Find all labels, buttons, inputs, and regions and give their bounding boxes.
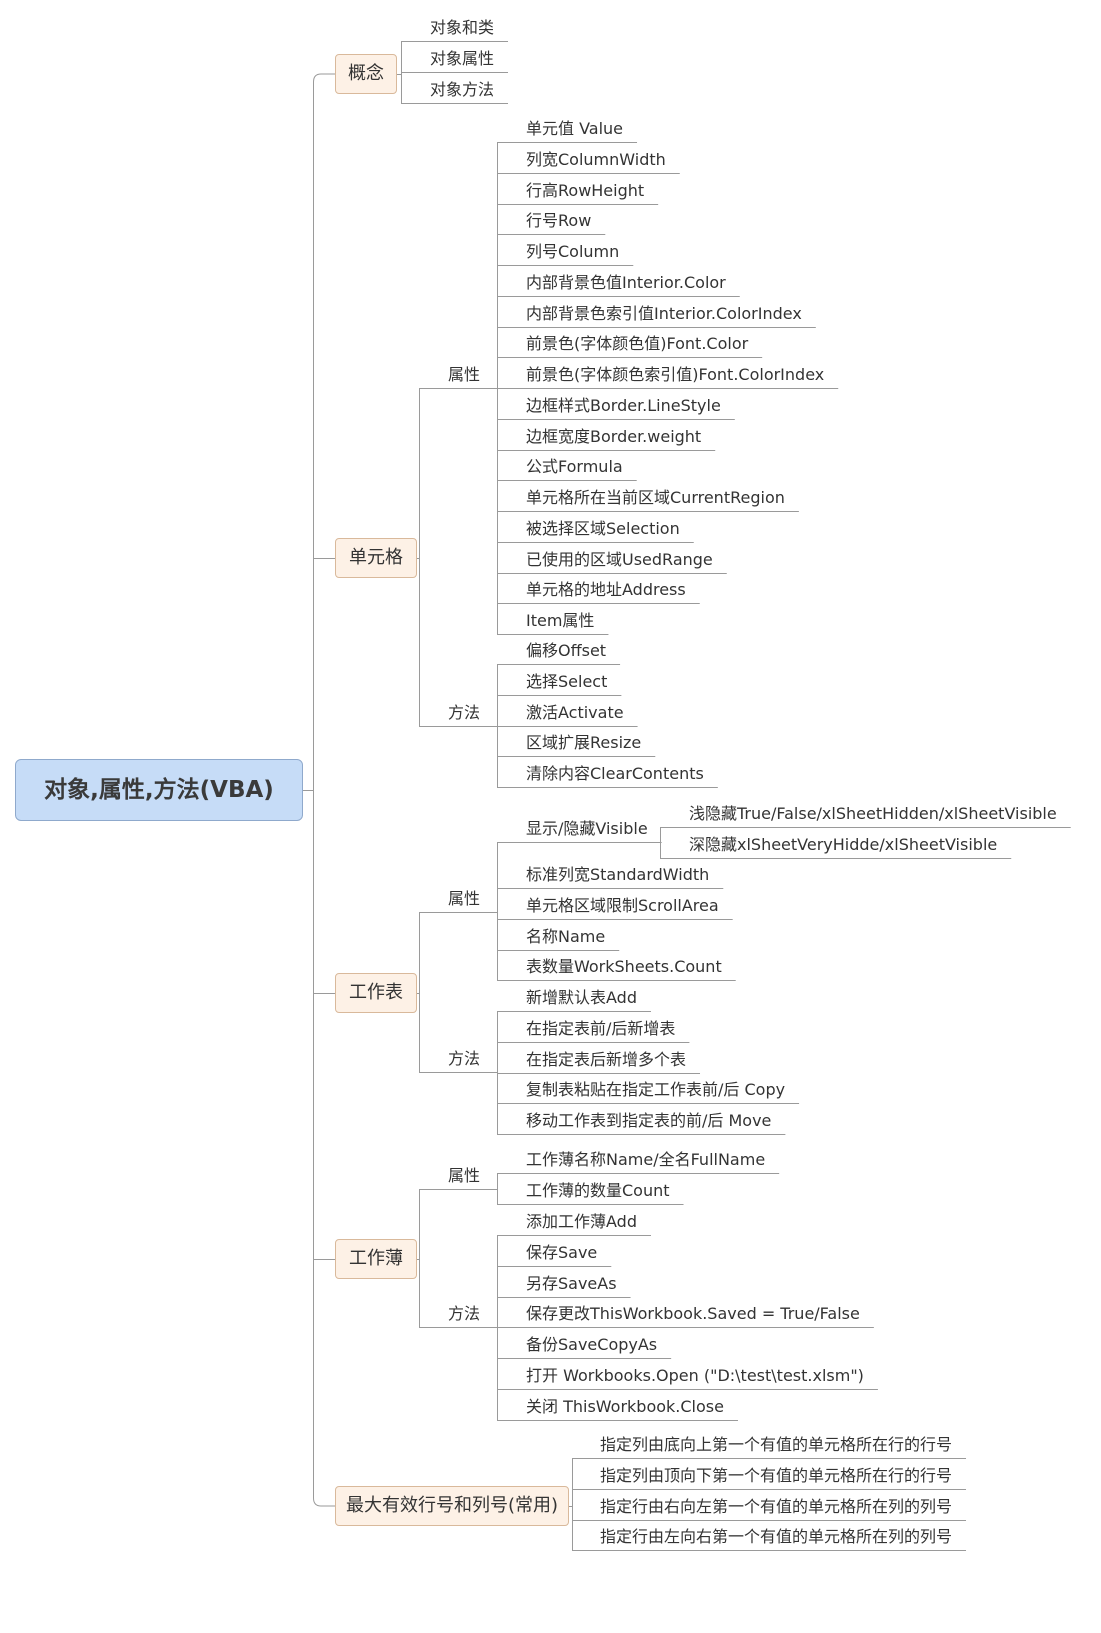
branch-cell[interactable]: 单元格: [335, 538, 417, 578]
book-prop-2[interactable]: 工作薄的数量Count: [526, 1180, 670, 1200]
leaf-concept-3[interactable]: 对象方法: [430, 80, 495, 99]
cell-method-5[interactable]: 清除内容ClearContents: [526, 764, 704, 783]
maxrow-item-2[interactable]: 指定列由顶向下第一个有值的单元格所在行的行号: [600, 1465, 953, 1485]
cell-method-2[interactable]: 选择Select: [526, 671, 608, 691]
branch-concept[interactable]: 概念: [335, 54, 397, 94]
book-method-6[interactable]: 打开 Workbooks.Open ("D:\test\test.xlsm"): [526, 1365, 864, 1385]
leaf-concept-2[interactable]: 对象属性: [430, 49, 495, 68]
sheet-prop-2[interactable]: 单元格区域限制ScrollArea: [526, 895, 719, 915]
book-method-1[interactable]: 添加工作薄Add: [526, 1212, 637, 1231]
book-method-5[interactable]: 备份SaveCopyAs: [526, 1335, 658, 1354]
leaf-concept-1[interactable]: 对象和类: [430, 18, 495, 37]
cell-prop-5[interactable]: 列号Column: [526, 242, 620, 261]
sheet-method-4[interactable]: 复制表粘贴在指定工作表前/后 Copy: [526, 1080, 786, 1100]
cell-method-3[interactable]: 激活Activate: [526, 702, 624, 722]
sheet-method-3[interactable]: 在指定表后新增多个表: [526, 1049, 687, 1069]
book-method-4[interactable]: 保存更改ThisWorkbook.Saved = True/False: [526, 1304, 860, 1324]
trunk-down: [313, 790, 335, 1507]
cell-prop-11[interactable]: 边框宽度Border.weight: [526, 426, 702, 446]
sheet-prop-4[interactable]: 表数量WorkSheets.Count: [526, 957, 722, 977]
book-methods-label[interactable]: 方法: [448, 1304, 481, 1323]
cell-prop-7[interactable]: 内部背景色索引值Interior.ColorIndex: [526, 303, 802, 323]
sheet-prop-1[interactable]: 标准列宽StandardWidth: [526, 865, 710, 884]
book-method-7[interactable]: 关闭 ThisWorkbook.Close: [526, 1396, 724, 1416]
cell-prop-9[interactable]: 前景色(字体颜色索引值)Font.ColorIndex: [526, 365, 825, 384]
cell-method-1[interactable]: 偏移Offset: [526, 641, 607, 660]
cell-prop-1[interactable]: 单元值 Value: [526, 119, 624, 138]
trunk-up: [313, 73, 335, 790]
sheet-prop-3[interactable]: 名称Name: [526, 926, 606, 946]
cell-prop-13[interactable]: 单元格所在当前区域CurrentRegion: [526, 488, 785, 507]
book-method-3[interactable]: 另存SaveAs: [526, 1273, 617, 1293]
cell-prop-6[interactable]: 内部背景色值Interior.Color: [526, 272, 726, 292]
root-node[interactable]: 对象,属性,方法(VBA): [15, 759, 303, 821]
cell-prop-15[interactable]: 已使用的区域UsedRange: [526, 549, 713, 569]
book-props-label[interactable]: 属性: [448, 1166, 481, 1185]
cell-prop-3[interactable]: 行高RowHeight: [526, 180, 645, 200]
cell-prop-8[interactable]: 前景色(字体颜色值)Font.Color: [526, 334, 749, 354]
maxrow-item-3[interactable]: 指定行由右向左第一个有值的单元格所在列的列号: [600, 1496, 953, 1516]
cell-method-4[interactable]: 区域扩展Resize: [526, 733, 642, 753]
sheet-visible[interactable]: 显示/隐藏Visible: [526, 819, 648, 838]
maxrow-item-1[interactable]: 指定列由底向上第一个有值的单元格所在行的行号: [600, 1435, 953, 1454]
cell-methods-label[interactable]: 方法: [448, 703, 481, 722]
cell-prop-2[interactable]: 列宽ColumnWidth: [526, 149, 666, 169]
sheet-visible-sub-2[interactable]: 深隐藏xlSheetVeryHidde/xlSheetVisible: [689, 835, 998, 854]
sheet-visible-sub-1[interactable]: 浅隐藏True/False/xlSheetHidden/xlSheetVisib…: [689, 804, 1057, 823]
sheet-methods-label[interactable]: 方法: [448, 1049, 481, 1068]
maxrow-item-4[interactable]: 指定行由左向右第一个有值的单元格所在列的列号: [600, 1527, 953, 1547]
sheet-method-1[interactable]: 新增默认表Add: [526, 988, 637, 1007]
branch-sheet[interactable]: 工作表: [335, 973, 417, 1013]
book-prop-1[interactable]: 工作薄名称Name/全名FullName: [526, 1150, 766, 1169]
cell-prop-16[interactable]: 单元格的地址Address: [526, 580, 686, 600]
sheet-method-5[interactable]: 移动工作表到指定表的前/后 Move: [526, 1111, 772, 1130]
cell-prop-17[interactable]: Item属性: [526, 611, 595, 630]
cell-prop-4[interactable]: 行号Row: [526, 211, 592, 231]
sheet-method-2[interactable]: 在指定表前/后新增表: [526, 1018, 676, 1038]
cell-props-label[interactable]: 属性: [448, 365, 481, 384]
branch-maxrow[interactable]: 最大有效行号和列号(常用): [335, 1486, 569, 1526]
branch-book[interactable]: 工作薄: [335, 1239, 417, 1279]
sheet-props-label[interactable]: 属性: [448, 889, 481, 908]
book-method-2[interactable]: 保存Save: [526, 1242, 598, 1262]
cell-prop-12[interactable]: 公式Formula: [526, 457, 623, 477]
cell-prop-10[interactable]: 边框样式Border.LineStyle: [526, 395, 721, 415]
cell-prop-14[interactable]: 被选择区域Selection: [526, 518, 680, 538]
